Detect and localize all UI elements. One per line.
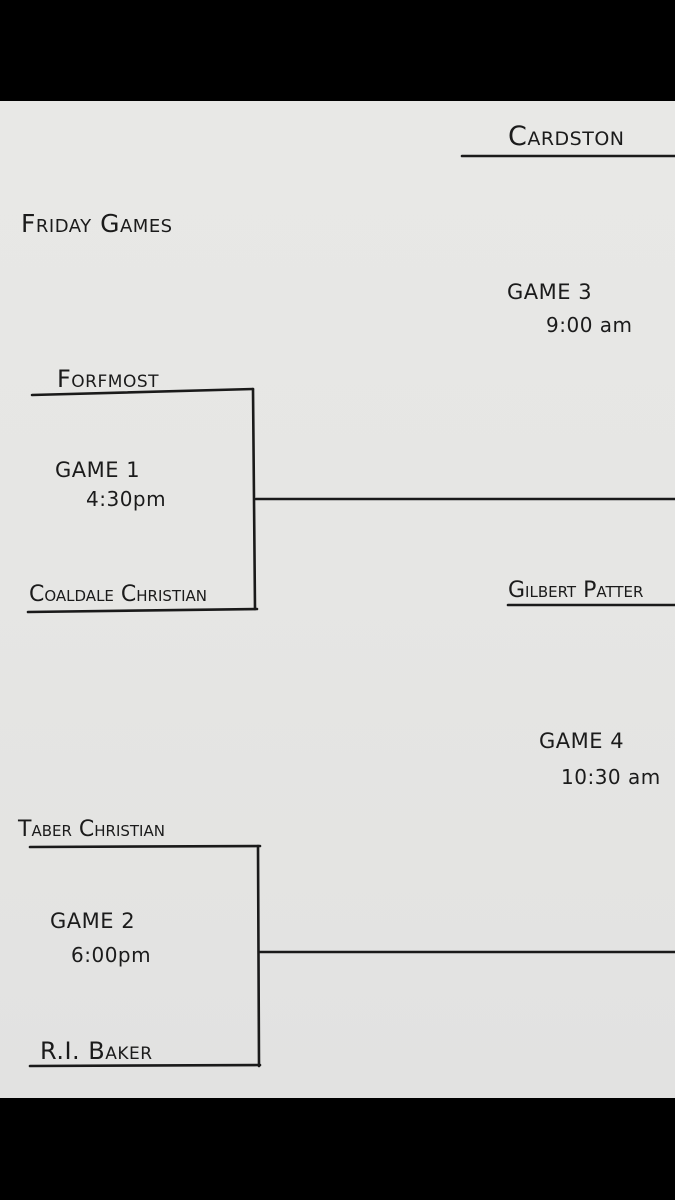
bracket-lines	[26, 154, 675, 1068]
game-2-time: 6:00pm	[71, 943, 152, 967]
team-coaldale-christian: Coaldale Christian	[29, 582, 207, 607]
team-ri-baker: R.I. Baker	[40, 1037, 153, 1065]
team-gilbert-patter: Gilbert Patter	[508, 578, 644, 603]
team-cardston: Cardston	[508, 121, 625, 152]
friday-games-title: Friday Games	[21, 209, 173, 238]
game-1-time: 4:30pm	[86, 487, 167, 511]
game-1-label: GAME 1	[55, 458, 141, 482]
game-4-label: GAME 4	[539, 729, 625, 753]
team-forfmost: Forfmost	[57, 365, 159, 393]
taber-line	[28, 844, 262, 849]
game2-vertical	[256, 844, 261, 1068]
bracket-paper: Friday Games Cardston GAME 3 9:00 am For…	[0, 101, 675, 1098]
baker-line	[28, 1063, 262, 1068]
team-taber-christian: Taber Christian	[18, 817, 165, 842]
game1-vertical	[251, 387, 257, 611]
game-3-label: GAME 3	[507, 280, 593, 304]
game-3-time: 9:00 am	[546, 313, 633, 337]
game-2-label: GAME 2	[50, 909, 136, 933]
forfmost-line	[30, 387, 255, 397]
game-4-time: 10:30 am	[561, 765, 661, 789]
coaldale-line	[26, 607, 259, 614]
